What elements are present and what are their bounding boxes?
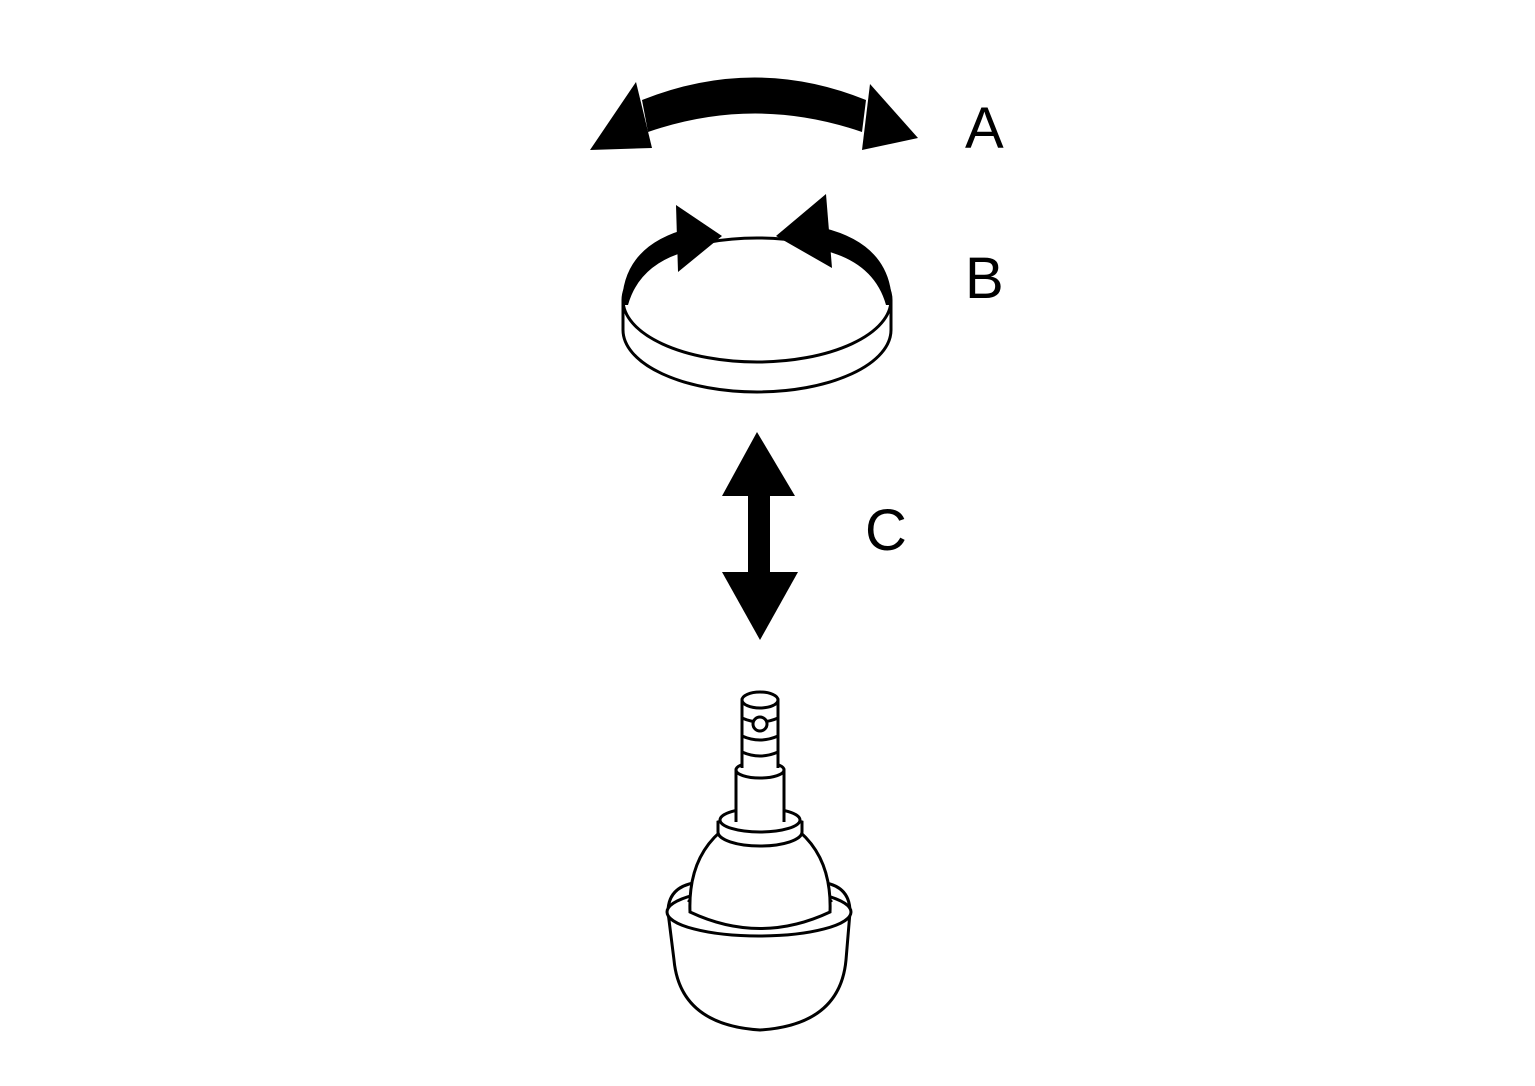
rotation-arrows-icon — [621, 194, 893, 394]
curved-double-arrow-icon — [590, 77, 918, 150]
label-c: C — [865, 498, 907, 563]
label-b: B — [965, 246, 1004, 311]
ball-joint-icon — [665, 690, 853, 1032]
label-a: A — [965, 96, 1004, 161]
vertical-double-arrow-icon — [722, 432, 798, 640]
